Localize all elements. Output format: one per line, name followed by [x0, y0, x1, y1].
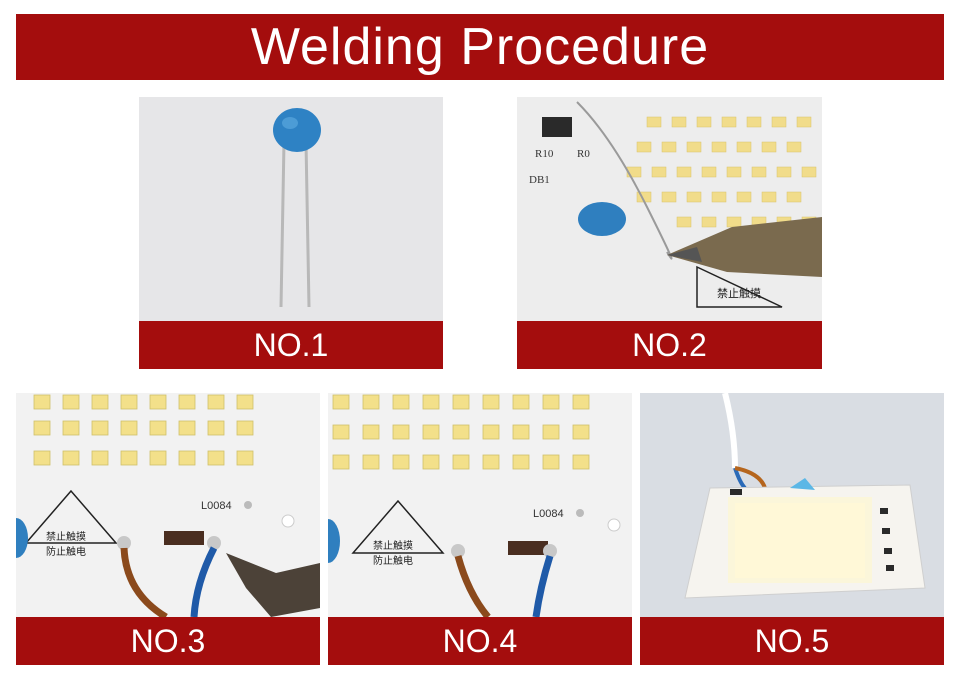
soldering-photo: R10 R0 DB1 禁止触摸: [517, 97, 822, 321]
step-panel-4: L0084 禁止触摸 防止触电 NO.4: [328, 393, 632, 665]
step-label-2: NO.2: [632, 326, 707, 363]
wire-solder-photo-2: L0084 禁止触摸 防止触电: [328, 393, 632, 617]
step-caption-5: NO.5: [640, 617, 944, 665]
lit-led-board-photo: [640, 393, 944, 617]
warning-text-2: 禁止触摸: [717, 286, 761, 300]
title-banner: Welding Procedure: [16, 14, 944, 80]
step-caption-2: NO.2: [517, 321, 822, 369]
warning-text-3a: 禁止触摸: [46, 530, 86, 543]
silk-r0: R0: [577, 148, 590, 160]
step-panel-1: NO.1: [139, 97, 443, 369]
capacitor-photo: [139, 97, 443, 321]
silk-db1: DB1: [529, 174, 550, 186]
step-label-1: NO.1: [253, 326, 329, 363]
warning-text-4a: 禁止触摸: [373, 539, 413, 552]
step-label-3: NO.3: [130, 622, 206, 659]
step-label-5: NO.5: [754, 622, 830, 659]
step-caption-1: NO.1: [139, 321, 443, 369]
silk-r10: R10: [535, 148, 554, 160]
part-code-3: L0084: [201, 500, 232, 512]
step-label-4: NO.4: [442, 622, 518, 659]
warning-text-3b: 防止触电: [46, 545, 86, 558]
wire-solder-photo-1: L0084 禁止触摸 防止触电: [16, 393, 320, 617]
part-code-4: L0084: [533, 508, 564, 520]
step-caption-4: NO.4: [328, 617, 632, 665]
page-title: Welding Procedure: [250, 18, 710, 76]
step-panel-3: L0084 禁止触摸 防止触电 NO.3: [16, 393, 320, 665]
step-panel-2: R10 R0 DB1 禁止触摸 NO.2: [517, 97, 822, 369]
step-caption-3: NO.3: [16, 617, 320, 665]
step-panel-5: NO.5: [640, 393, 944, 665]
warning-text-4b: 防止触电: [373, 554, 413, 567]
